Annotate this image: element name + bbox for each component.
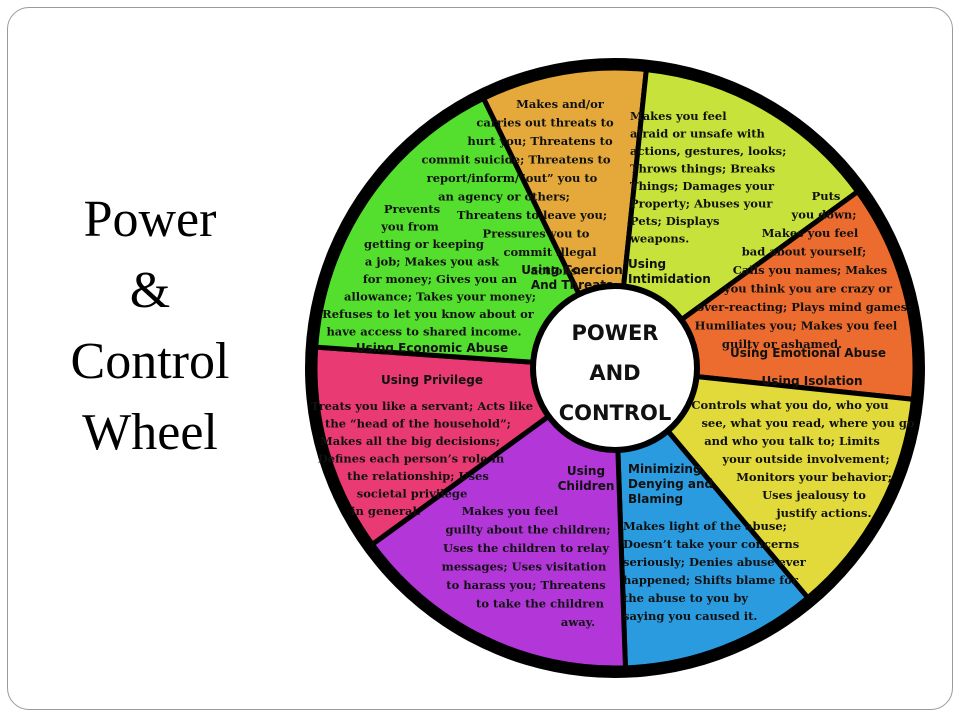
segment-coercion-label: Using Coercion [521,263,622,277]
segment-emotional-text-line: Humiliates you; Makes you feel [695,319,898,333]
segment-isolation-text-line: Controls what you do, who you [691,398,888,412]
segment-economic-text-line: you from [380,220,439,234]
title-line-4: Wheel [82,404,218,461]
segment-economic-label: Using Economic Abuse [356,341,508,355]
segment-privilege-text-line: in general. [351,504,421,518]
hub-text-line: POWER [572,321,659,345]
segment-economic-text-line: allowance; Takes your money; [344,290,536,304]
segment-coercion-text-line: carries out threats to [476,116,614,130]
segment-minimizing-text-line: Makes light of the abuse; [623,519,787,533]
segment-coercion-text-line: hurt you; Threatens to [467,134,613,148]
segment-intimidation-text-line: Property; Abuses your [630,197,773,211]
segment-minimizing-text-line: seriously; Denies abuse ever [623,555,807,569]
segment-isolation-text-line: see, what you read, where you go [701,416,914,430]
segment-coercion-text-line: an agency or others; [438,190,570,204]
hub-text-line: AND [589,361,640,385]
segment-minimizing-text-line: the abuse to you by [623,591,748,605]
title-line-3: Control [70,333,230,390]
segment-economic-text-line: a job; Makes you ask [365,255,500,269]
segment-emotional-text-line: you think you are crazy or [723,282,893,296]
wedge-economic [313,95,618,371]
segment-privilege-text-line: societal privilege [357,487,468,501]
wedge-minimizing [612,365,811,671]
wedge-isolation [612,365,916,601]
segment-privilege-text-line: the relationship; Uses [347,469,489,483]
segment-economic-text-line: for money; Gives you an [363,272,518,286]
segment-privilege-text-line: Defines each person’s role in [318,452,505,466]
segment-intimidation-text-line: Things; Damages your [630,179,775,193]
segment-children-text-line: messages; Uses visitation [442,560,607,574]
wheel-hub [530,283,700,453]
segment-intimidation-text-line: actions, gestures, looks; [630,144,786,158]
segment-economic-text-line: have access to shared income. [326,325,521,339]
segment-minimizing-label: Blaming [628,492,683,506]
wedge-children [369,365,628,671]
segment-children-text-line: to harass you; Threatens [446,578,605,592]
segment-isolation-text-line: your outside involvement; [721,452,889,466]
segment-coercion-text-line: Threatens to leave you; [457,208,607,222]
segment-emotional-text-line: Calls you names; Makes [733,263,888,277]
segment-children-text-line: away. [561,615,595,629]
segment-isolation-text-line: and who you talk to; Limits [704,434,880,448]
segment-coercion-text-line: commit illegal [504,245,598,259]
segment-economic-text-line: Refuses to let you know about or [322,307,535,321]
segment-children-text-line: Makes you feel [462,504,559,518]
segment-emotional-text-line: Makes you feel [762,226,859,240]
segment-isolation-text-line: Monitors your behavior; [736,470,892,484]
segment-children-text-line: to take the children [476,597,605,611]
segment-coercion-text-line: Makes and/or [516,97,605,111]
segment-emotional-label: Using Emotional Abuse [730,346,886,360]
segment-privilege-label: Using Privilege [381,373,483,387]
segment-coercion-text-line: report/inform/”out” you to [427,171,598,185]
segment-intimidation-text-line: Pets; Displays [630,214,720,228]
segment-coercion-text-line: actions. [531,264,582,278]
segment-economic-text-line: getting or keeping [364,237,484,251]
segment-intimidation-label: Using [628,257,666,271]
slide-title: Power & Control Wheel [20,184,280,468]
segment-intimidation-text-line: Makes you feel [630,109,727,123]
segment-emotional-text-line: guilty or ashamed. [722,337,842,351]
segment-minimizing-label: Denying and [628,477,713,491]
segment-minimizing-text-line: happened; Shifts blame for [623,573,799,587]
segment-emotional-text-line: Puts [812,189,841,203]
hub-text-line: CONTROL [559,401,672,425]
segment-minimizing-text-line: saying you caused it. [623,609,757,623]
segment-intimidation-text-line: Throws things; Breaks [630,162,775,176]
segment-isolation-label: Using Isolation [761,374,862,388]
segment-children-text-line: guilty about the children; [445,523,610,537]
segment-intimidation-text-line: afraid or unsafe with [630,127,766,141]
segment-privilege-text-line: Treats you like a servant; Acts like [311,399,533,413]
segment-minimizing-label: Minimizing, [628,462,706,476]
segment-intimidation-label: Intimidation [628,272,711,286]
title-line-1: Power [83,191,217,248]
segment-economic-text-line: Prevents [384,202,440,216]
wedge-intimidation [612,67,861,371]
segment-emotional-text-line: over-reacting; Plays mind games; [697,300,912,314]
segment-emotional-text-line: bad about yourself; [742,245,867,259]
segment-coercion-text-line: Pressures you to [483,227,590,241]
segment-intimidation-text-line: weapons. [629,232,689,246]
segment-isolation-text-line: justify actions. [776,506,872,520]
segment-emotional-text-line: you down; [791,208,857,222]
segment-children-label: Using [567,464,605,478]
segment-children-label: Children [558,479,615,493]
segment-children-text-line: Uses the children to relay [443,541,609,555]
segment-privilege-text-line: the “head of the household”; [325,417,511,431]
segment-coercion-text-line: commit suicide; Threatens to [421,153,610,167]
segment-privilege-text-line: Makes all the big decisions; [320,434,500,448]
segment-minimizing-text-line: Doesn’t take your concerns [623,537,799,551]
segment-isolation-text-line: Uses jealousy to [762,488,866,502]
title-line-2: & [129,262,171,319]
